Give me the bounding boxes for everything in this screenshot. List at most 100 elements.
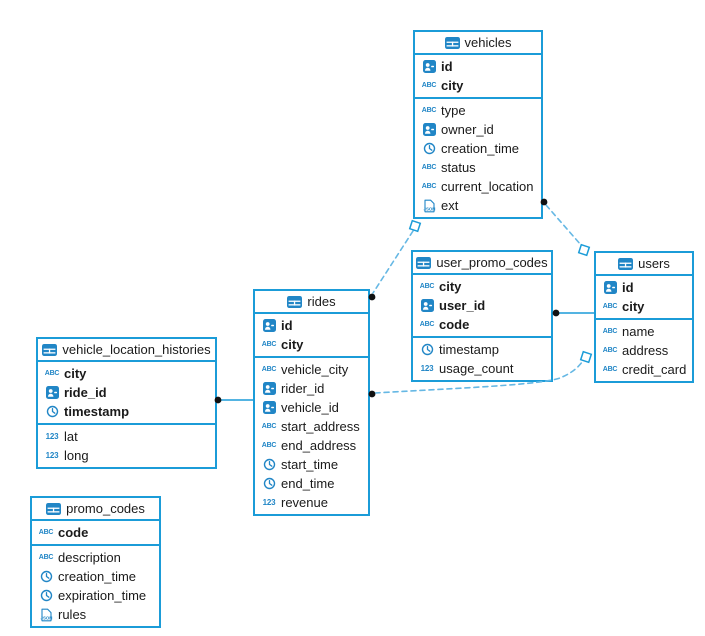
field-row[interactable]: 123 long bbox=[38, 446, 215, 465]
connector-diamond bbox=[577, 243, 591, 257]
field-name: long bbox=[64, 448, 89, 463]
clock-icon bbox=[39, 570, 53, 583]
text-type-icon: ABC bbox=[421, 164, 437, 171]
field-row[interactable]: id bbox=[596, 278, 692, 297]
table-title: user_promo_codes bbox=[436, 255, 548, 270]
table-header[interactable]: vehicles bbox=[415, 32, 541, 55]
field-name: code bbox=[58, 525, 89, 540]
clock-icon bbox=[262, 458, 276, 471]
clock-icon bbox=[422, 142, 436, 155]
text-type-icon: ABC bbox=[421, 183, 437, 190]
table-icon bbox=[444, 36, 460, 49]
field-row[interactable]: ABC code bbox=[32, 523, 159, 542]
connector-diamond bbox=[408, 219, 422, 233]
field-row[interactable]: expiration_time bbox=[32, 586, 159, 605]
field-name: lat bbox=[64, 429, 78, 444]
relationship-user-promo-codes-users[interactable] bbox=[552, 309, 596, 317]
table-header[interactable]: user_promo_codes bbox=[413, 252, 551, 275]
field-name: city bbox=[64, 366, 87, 381]
field-row[interactable]: ride_id bbox=[38, 383, 215, 402]
field-name: id bbox=[622, 280, 634, 295]
field-name: user_id bbox=[439, 298, 486, 313]
field-name: code bbox=[439, 317, 470, 332]
field-row[interactable]: id bbox=[255, 316, 368, 335]
text-type-icon: ABC bbox=[261, 366, 277, 373]
field-name: owner_id bbox=[441, 122, 494, 137]
id-badge-icon bbox=[422, 60, 436, 73]
field-row[interactable]: creation_time bbox=[415, 139, 541, 158]
field-row[interactable]: user_id bbox=[413, 296, 551, 315]
id-badge-icon bbox=[262, 382, 276, 395]
table-header[interactable]: promo_codes bbox=[32, 498, 159, 521]
id-badge-icon bbox=[603, 281, 617, 294]
field-name: creation_time bbox=[58, 569, 137, 584]
text-type-icon: ABC bbox=[602, 328, 618, 335]
text-type-icon: ABC bbox=[419, 321, 435, 328]
table-header[interactable]: vehicle_location_histories bbox=[38, 339, 215, 362]
field-row[interactable]: vehicle_id bbox=[255, 398, 368, 417]
field-name: vehicle_id bbox=[281, 400, 339, 415]
field-row[interactable]: end_time bbox=[255, 474, 368, 493]
text-type-icon: ABC bbox=[419, 283, 435, 290]
field-row[interactable]: timestamp bbox=[38, 402, 215, 421]
table-header[interactable]: rides bbox=[255, 291, 368, 314]
relationship-vehicles-users[interactable] bbox=[540, 198, 591, 257]
table-header[interactable]: users bbox=[596, 253, 692, 276]
svg-text:JSON: JSON bbox=[423, 206, 435, 211]
field-row[interactable]: owner_id bbox=[415, 120, 541, 139]
table-icon bbox=[618, 257, 634, 270]
json-icon: JSON bbox=[422, 199, 436, 213]
table-icon bbox=[42, 343, 58, 356]
id-badge-icon bbox=[422, 123, 436, 136]
field-row[interactable]: timestamp bbox=[413, 340, 551, 359]
table-title: rides bbox=[307, 294, 336, 309]
field-name: credit_card bbox=[622, 362, 687, 377]
field-name: id bbox=[281, 318, 293, 333]
table-title: vehicle_location_histories bbox=[62, 342, 211, 357]
field-row[interactable]: creation_time bbox=[32, 567, 159, 586]
field-row[interactable]: id bbox=[415, 57, 541, 76]
field-name: type bbox=[441, 103, 466, 118]
field-row[interactable]: ABC code bbox=[413, 315, 551, 334]
field-name: rules bbox=[58, 607, 87, 622]
relationship-vehicle-location-histories-rides[interactable] bbox=[214, 396, 255, 404]
id-badge-icon bbox=[45, 386, 59, 399]
field-row[interactable]: start_time bbox=[255, 455, 368, 474]
field-name: end_address bbox=[281, 438, 357, 453]
number-type-icon: 123 bbox=[262, 498, 276, 507]
field-name: creation_time bbox=[441, 141, 520, 156]
text-type-icon: ABC bbox=[38, 529, 54, 536]
table-title: users bbox=[638, 256, 670, 271]
field-name: end_time bbox=[281, 476, 335, 491]
field-row[interactable]: rider_id bbox=[255, 379, 368, 398]
field-name: usage_count bbox=[439, 361, 514, 376]
number-type-icon: 123 bbox=[45, 451, 59, 460]
text-type-icon: ABC bbox=[602, 347, 618, 354]
